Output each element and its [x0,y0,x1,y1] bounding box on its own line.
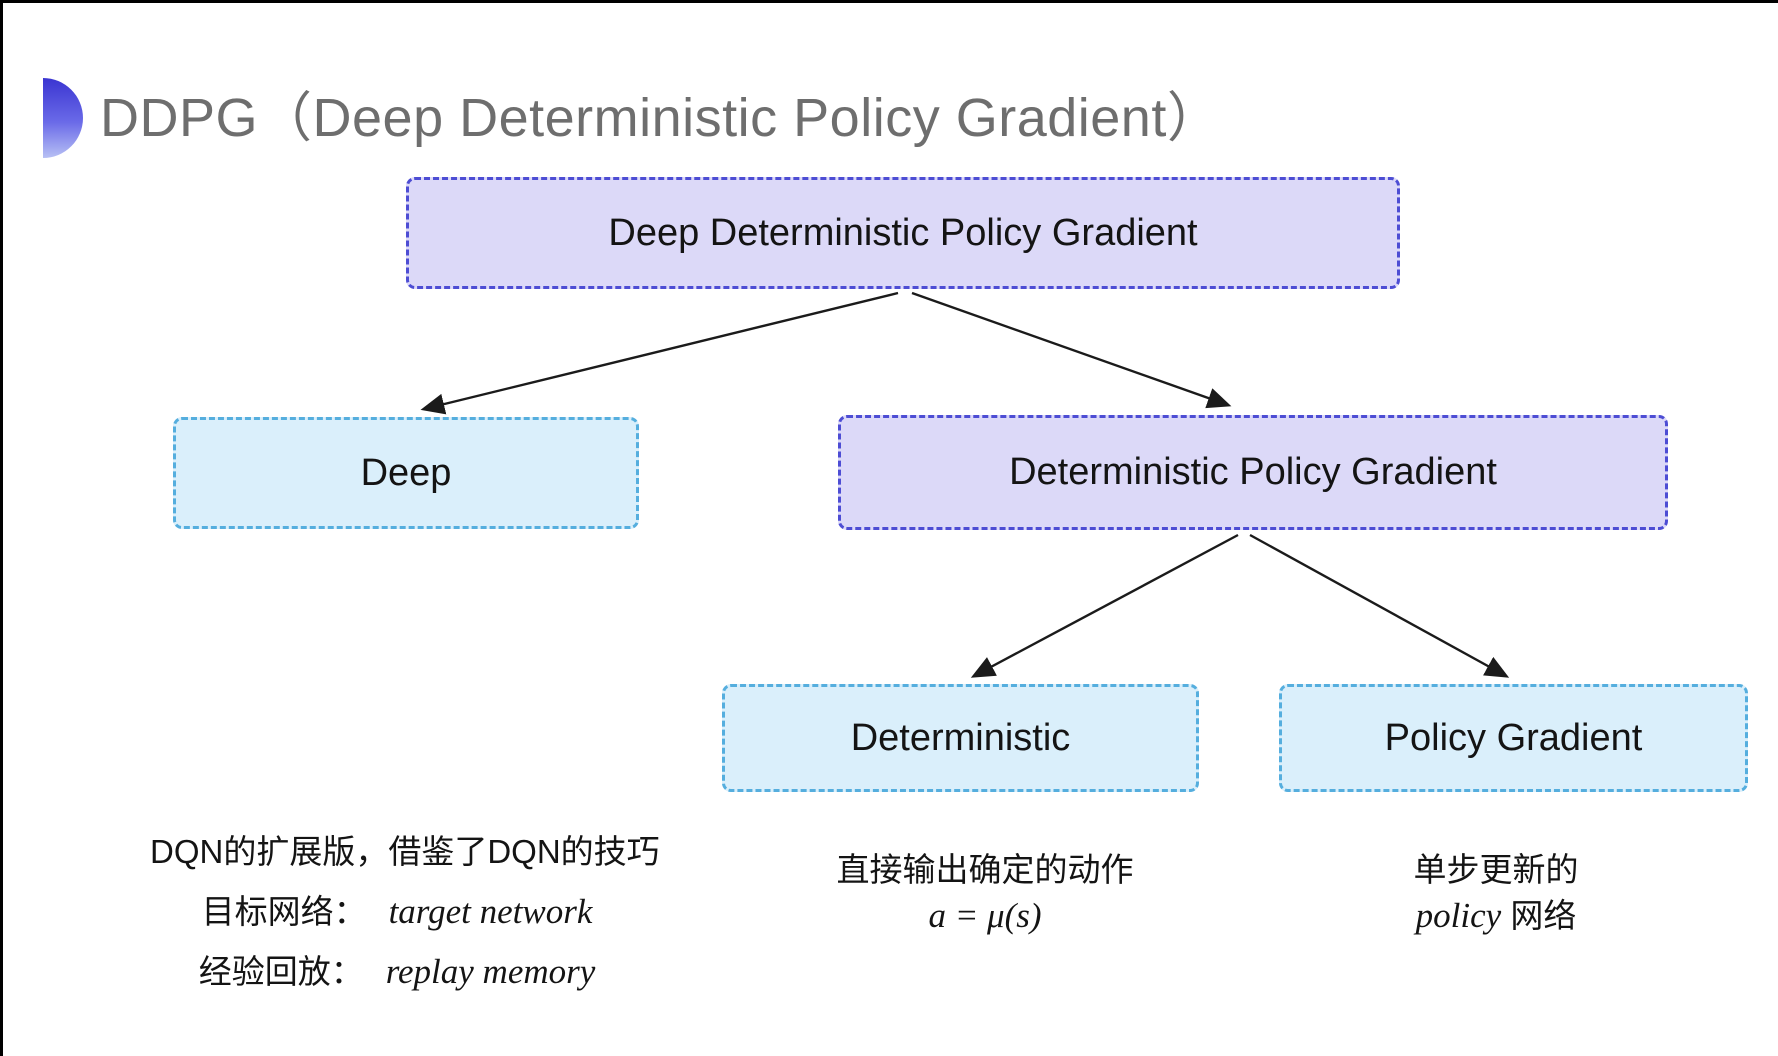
annotation-line: 经验回放：replay memory [198,952,596,991]
half-disc-icon [43,78,83,158]
node-deterministic: Deterministic [722,684,1199,792]
node-label: Deep Deterministic Policy Gradient [608,211,1198,254]
arrow-ddpg-to-dpg [911,291,1232,409]
annotation-deterministic: 直接输出确定的动作 a = μ(s) [735,847,1235,939]
node-label: Deterministic [850,716,1071,759]
arrow-ddpg-to-deep [420,291,899,415]
arrow-dpg-to-pg [1249,533,1510,678]
annotation-line: 直接输出确定的动作 [836,851,1134,888]
node-deep: Deep [173,417,639,529]
page-title: DDPG（Deep Deterministic Policy Gradient） [100,88,1222,148]
annotation-line: 目标网络：target network [201,892,593,931]
annotation-line: DQN的扩展版，借鉴了DQN的技巧 [150,833,660,870]
node-label: Policy Gradient [1384,716,1643,759]
annotation-deep: DQN的扩展版，借鉴了DQN的技巧 目标网络：target network 经验… [150,829,660,1009]
node-label: Deterministic Policy Gradient [1009,451,1497,493]
annotation-formula: a = μ(s) [928,896,1042,935]
node-deep-deterministic-policy-gradient: Deep Deterministic Policy Gradient [406,177,1400,289]
node-deterministic-policy-gradient: Deterministic Policy Gradient [838,415,1668,530]
annotation-line: 单步更新的 [1413,851,1579,888]
node-label: Deep [360,451,452,494]
node-policy-gradient: Policy Gradient [1279,684,1748,792]
annotation-policy-gradient: 单步更新的 policy 网络 [1246,847,1746,939]
window-left-border [0,0,3,1056]
annotation-line: policy 网络 [1415,896,1577,935]
window-top-border [0,0,1778,3]
arrow-dpg-to-det [970,533,1239,678]
